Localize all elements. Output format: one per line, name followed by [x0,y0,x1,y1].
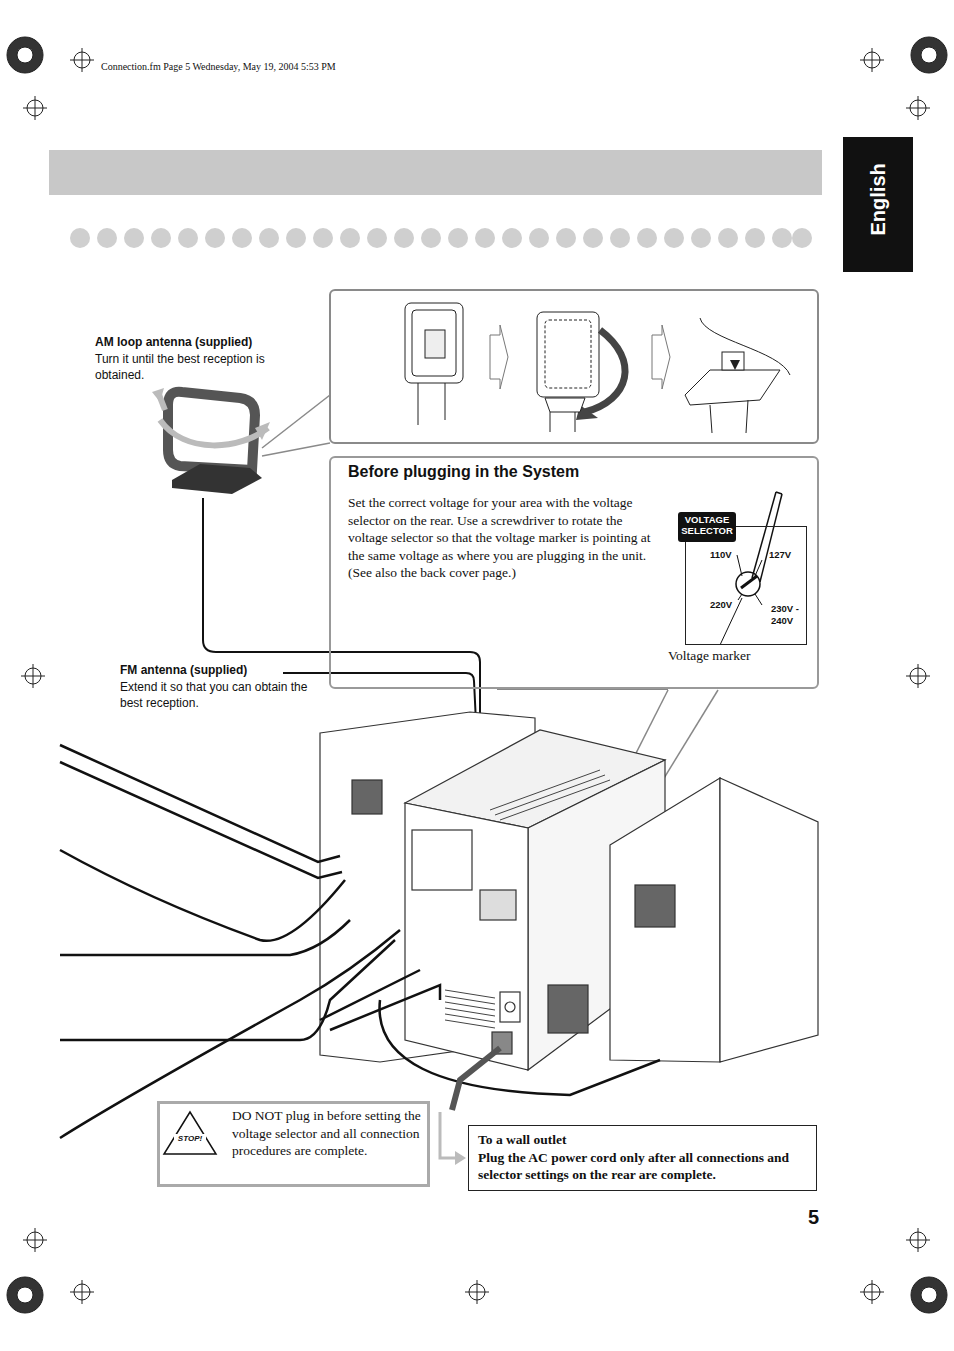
dial-box: 110V 127V 220V 230V - 240V [685,526,807,645]
badge-label: VOLTAGE SELECTOR [680,515,734,537]
system-unit [320,712,818,1070]
outlet-note-box: To a wall outletPlug the AC power cord o… [468,1125,817,1191]
crop-marks [7,37,947,1313]
voltage-value: 127V [769,549,799,560]
selector-badge: VOLTAGE SELECTOR [678,512,736,542]
box-body: Set the correct voltage for your area wi… [348,494,654,582]
part-name: FM antenna (supplied) [120,663,280,677]
stop-icon [164,1112,216,1154]
connection-cables [60,745,660,1138]
dot-row [70,228,812,248]
warning-box: DO NOT plug in before setting the voltag… [157,1101,430,1187]
outlet-arrow [440,1112,458,1158]
part-name: AM loop antenna (supplied) [95,335,295,349]
antenna-assembly-panel [262,290,818,456]
voltage-value: 220V [710,599,740,610]
note-body: Plug the AC power cord only after all co… [478,1149,808,1184]
voltage-value: 110V [710,549,740,560]
file-header: Connection.fm Page 5 Wednesday, May 19, … [101,61,401,72]
power-cord [452,1048,500,1110]
page-number: 5 [808,1206,828,1229]
header-band [49,150,822,195]
language-tab: English [843,137,913,272]
note-heading: To a wall outlet [478,1131,808,1149]
part-note: Turn it until the best reception is obta… [95,351,290,383]
part-note: Extend it so that you can obtain the bes… [120,679,310,711]
warning-text: DO NOT plug in before setting the voltag… [232,1107,422,1160]
box-heading: Before plugging in the System [348,463,648,481]
tab-label: English [867,166,890,236]
am-loop-antenna [152,388,270,494]
stop-symbol-text: STOP! [174,1134,206,1143]
callout-label: Voltage marker [668,648,778,664]
outlet-arrow-head [455,1151,466,1165]
voltage-value: 230V - 240V [771,603,803,628]
